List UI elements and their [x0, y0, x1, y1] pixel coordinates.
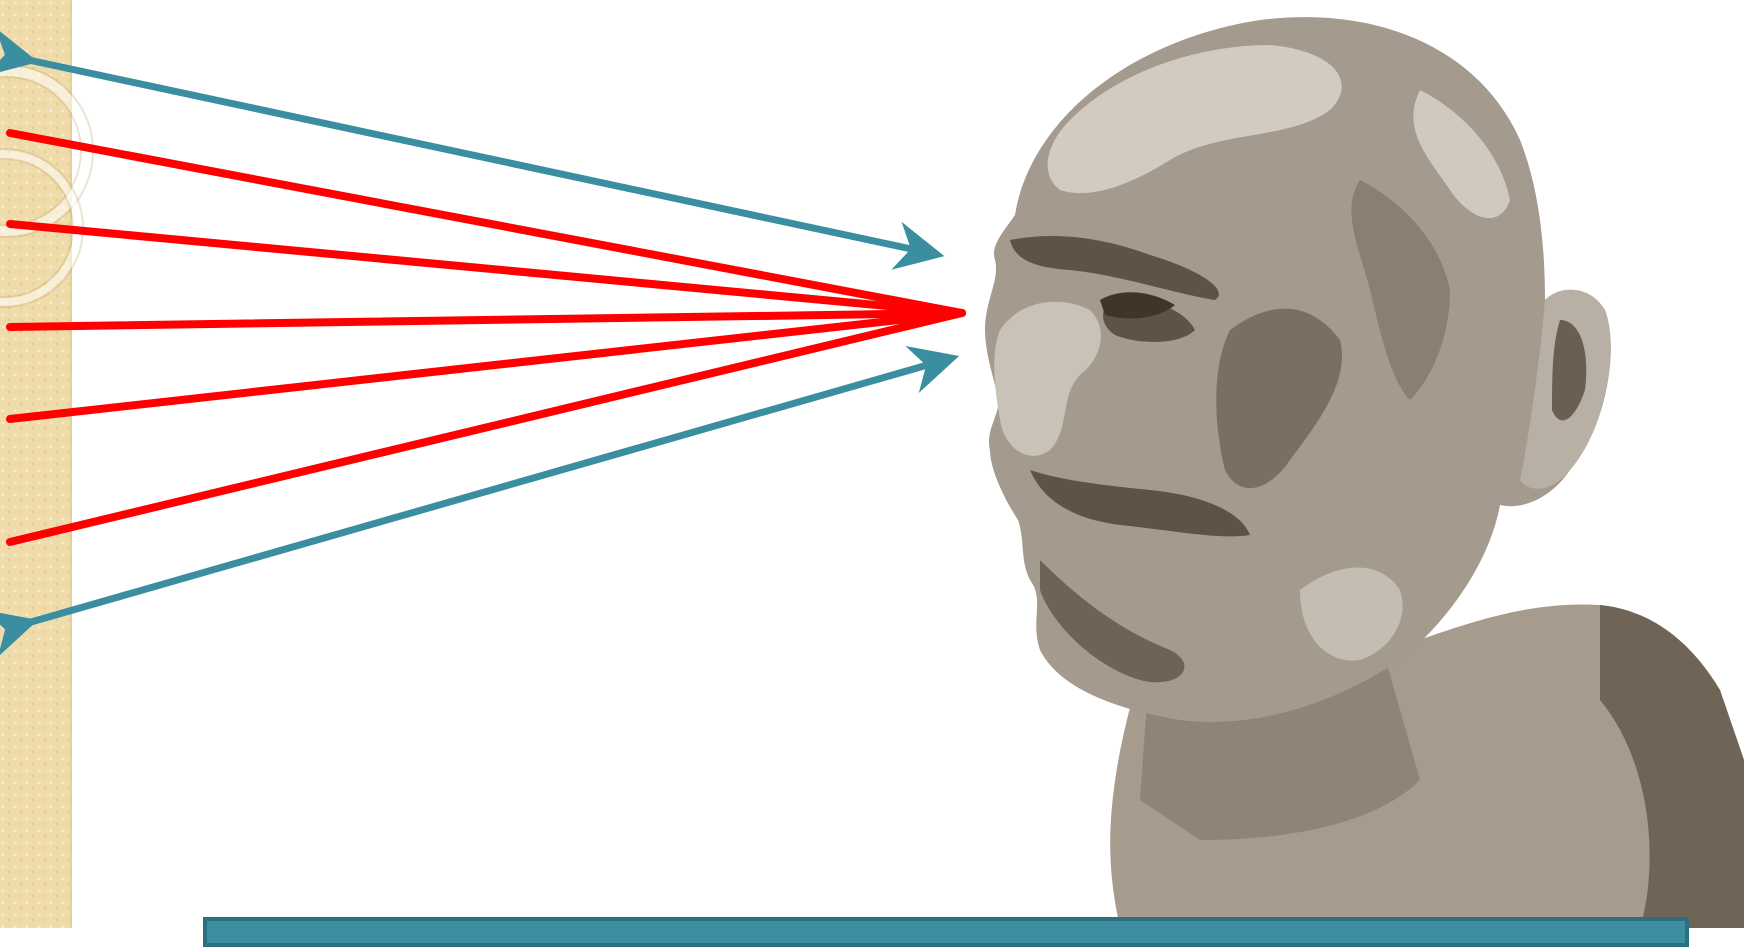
returning-rays: [24, 59, 945, 624]
bust-illustration: [985, 17, 1744, 928]
red-ray: [10, 313, 962, 542]
vision-diagram: [0, 0, 1744, 928]
caption-box: [203, 917, 1689, 947]
emitted-rays: [10, 133, 962, 542]
red-ray: [10, 224, 962, 313]
